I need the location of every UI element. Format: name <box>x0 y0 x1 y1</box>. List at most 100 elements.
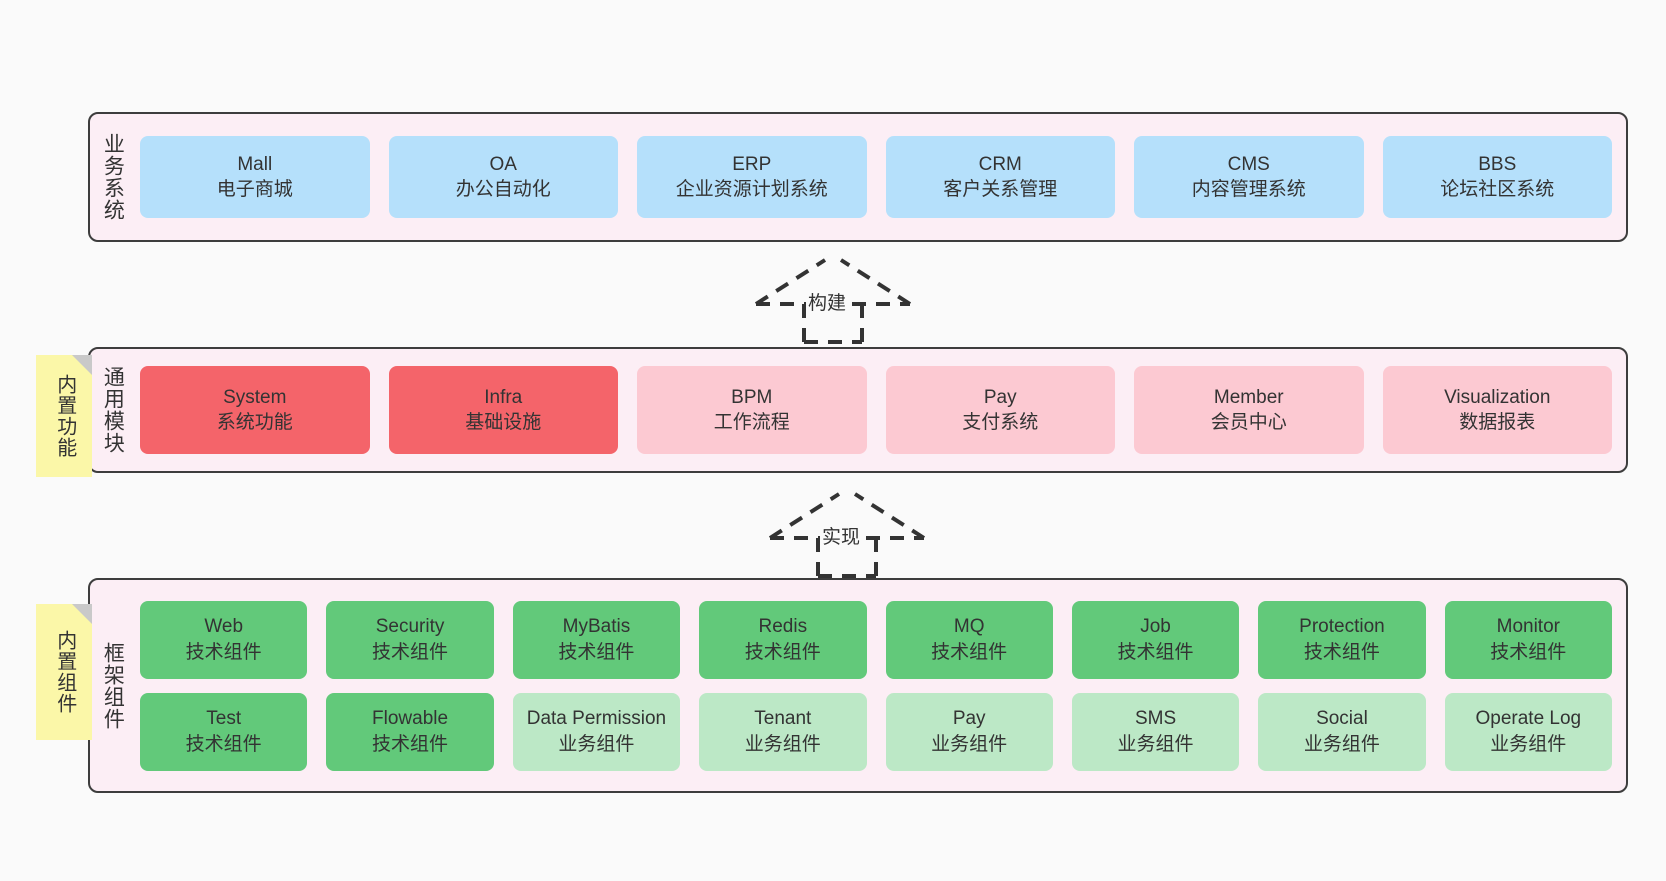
card-subtitle: 业务组件 <box>558 733 635 755</box>
card-mybatis[interactable]: MyBatis 技术组件 <box>512 600 681 679</box>
card-subtitle: 业务组件 <box>1490 733 1567 755</box>
card-title: BPM <box>731 386 773 408</box>
card-row: System 系统功能 Infra 基础设施 BPM 工作流程 Pay 支付系统… <box>140 366 1612 454</box>
card-subtitle: 内容管理系统 <box>1191 179 1306 200</box>
card-title: MyBatis <box>562 616 631 638</box>
card-tenant[interactable]: Tenant 业务组件 <box>699 692 867 771</box>
layer-body-business-systems: Mall 电子商城 OA 办公自动化 ERP 企业资源计划系统 CRM 客户关系… <box>134 114 1626 240</box>
card-title: Social <box>1316 708 1368 730</box>
card-subtitle: 论坛社区系统 <box>1440 179 1555 200</box>
card-sms[interactable]: SMS 业务组件 <box>1071 692 1240 771</box>
connector-label-implement: 实现 <box>820 522 863 549</box>
note-label: 内置组件 <box>53 630 76 714</box>
card-subtitle: 电子商城 <box>216 179 293 200</box>
card-subtitle: 技术组件 <box>1490 641 1567 663</box>
card-mall[interactable]: Mall 电子商城 <box>140 136 370 218</box>
card-title: Pay <box>952 708 986 730</box>
card-data-permission[interactable]: Data Permission 业务组件 <box>512 692 681 771</box>
card-subtitle: 技术组件 <box>185 733 262 755</box>
layer-title-common-modules: 通用模块 <box>101 366 125 454</box>
card-title: Test <box>206 708 242 730</box>
card-infra[interactable]: Infra 基础设施 <box>388 366 618 454</box>
card-row: Mall 电子商城 OA 办公自动化 ERP 企业资源计划系统 CRM 客户关系… <box>140 136 1612 218</box>
card-title: Flowable <box>372 708 449 730</box>
connector-build: 构建 <box>748 252 918 344</box>
note-fold-corner-icon <box>72 604 92 624</box>
card-social[interactable]: Social 业务组件 <box>1258 692 1426 771</box>
card-title: SMS <box>1134 708 1177 730</box>
card-mq[interactable]: MQ 技术组件 <box>885 600 1053 679</box>
card-title: MQ <box>953 616 985 638</box>
card-subtitle: 客户关系管理 <box>943 179 1058 200</box>
card-subtitle: 基础设施 <box>465 412 542 433</box>
card-row: Test 技术组件 Flowable 技术组件 Data Permission … <box>140 692 1612 771</box>
card-subtitle: 业务组件 <box>1117 733 1194 755</box>
card-pay-component[interactable]: Pay 业务组件 <box>885 692 1053 771</box>
card-flowable[interactable]: Flowable 技术组件 <box>326 692 494 771</box>
card-pay-module[interactable]: Pay 支付系统 <box>885 366 1115 454</box>
card-subtitle: 办公自动化 <box>455 179 551 200</box>
note-label: 内置功能 <box>53 374 76 458</box>
card-subtitle: 技术组件 <box>1117 641 1194 663</box>
card-redis[interactable]: Redis 技术组件 <box>699 600 867 679</box>
card-visualization[interactable]: Visualization 数据报表 <box>1382 366 1612 454</box>
card-title: System <box>223 386 287 408</box>
card-title: Redis <box>758 616 808 638</box>
card-bpm[interactable]: BPM 工作流程 <box>637 366 867 454</box>
connector-label-build: 构建 <box>806 288 849 315</box>
card-title: CMS <box>1227 153 1270 175</box>
card-title: Tenant <box>754 708 812 730</box>
layer-body-common-modules: System 系统功能 Infra 基础设施 BPM 工作流程 Pay 支付系统… <box>134 349 1626 471</box>
layer-body-framework-components: Web 技术组件 Security 技术组件 MyBatis 技术组件 Redi… <box>134 580 1626 791</box>
card-title: ERP <box>732 153 772 175</box>
card-title: Member <box>1213 386 1284 408</box>
layer-business-systems: 业务系统 Mall 电子商城 OA 办公自动化 ERP 企业资源计划系统 CRM… <box>88 112 1628 242</box>
card-title: Protection <box>1299 616 1385 638</box>
note-fold-corner-icon <box>72 355 92 375</box>
card-title: OA <box>489 153 517 175</box>
card-title: Web <box>204 616 244 638</box>
note-builtin-components: 内置组件 <box>36 604 92 740</box>
layer-framework-components: 框架组件 Web 技术组件 Security 技术组件 MyBatis 技术组件… <box>88 578 1628 793</box>
card-subtitle: 技术组件 <box>185 641 262 663</box>
card-cms[interactable]: CMS 内容管理系统 <box>1134 136 1364 218</box>
card-subtitle: 工作流程 <box>713 412 790 433</box>
card-job[interactable]: Job 技术组件 <box>1071 600 1240 679</box>
card-member[interactable]: Member 会员中心 <box>1134 366 1364 454</box>
card-subtitle: 技术组件 <box>372 733 449 755</box>
implement-arrow-right-wing <box>853 492 926 540</box>
card-crm[interactable]: CRM 客户关系管理 <box>885 136 1115 218</box>
card-oa[interactable]: OA 办公自动化 <box>388 136 618 218</box>
card-title: Job <box>1140 616 1171 638</box>
layer-title-framework-components: 框架组件 <box>101 641 125 730</box>
card-web[interactable]: Web 技术组件 <box>140 600 308 679</box>
implement-arrow-left-wing <box>768 492 841 540</box>
note-builtin-features: 内置功能 <box>36 355 92 477</box>
card-security[interactable]: Security 技术组件 <box>326 600 494 679</box>
card-subtitle: 业务组件 <box>744 733 821 755</box>
card-system[interactable]: System 系统功能 <box>140 366 370 454</box>
card-title: Pay <box>983 386 1017 408</box>
card-title: CRM <box>978 153 1022 175</box>
card-title: Operate Log <box>1475 708 1582 730</box>
card-title: Monitor <box>1496 616 1560 638</box>
card-erp[interactable]: ERP 企业资源计划系统 <box>637 136 867 218</box>
card-subtitle: 技术组件 <box>558 641 635 663</box>
card-subtitle: 技术组件 <box>931 641 1008 663</box>
layer-title-business-systems: 业务系统 <box>101 133 125 221</box>
card-title: BBS <box>1478 153 1517 175</box>
card-test[interactable]: Test 技术组件 <box>140 692 308 771</box>
card-operate-log[interactable]: Operate Log 业务组件 <box>1444 692 1612 771</box>
card-protection[interactable]: Protection 技术组件 <box>1258 600 1426 679</box>
card-monitor[interactable]: Monitor 技术组件 <box>1444 600 1612 679</box>
card-subtitle: 业务组件 <box>931 733 1008 755</box>
card-subtitle: 技术组件 <box>372 641 449 663</box>
card-subtitle: 系统功能 <box>216 412 293 433</box>
card-subtitle: 企业资源计划系统 <box>675 179 828 200</box>
layer-common-modules: 通用模块 System 系统功能 Infra 基础设施 BPM 工作流程 Pay… <box>88 347 1628 473</box>
card-bbs[interactable]: BBS 论坛社区系统 <box>1382 136 1612 218</box>
card-subtitle: 技术组件 <box>1303 641 1380 663</box>
card-title: Data Permission <box>526 708 667 730</box>
connector-implement: 实现 <box>762 486 932 578</box>
